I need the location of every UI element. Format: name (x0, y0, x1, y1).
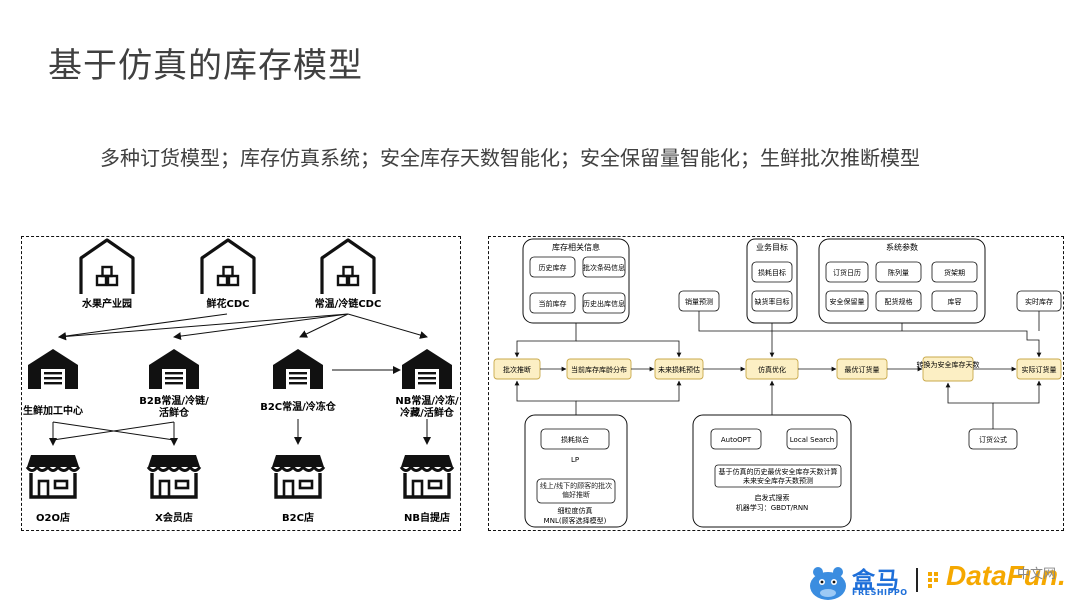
center-label: 生鲜加工中心 (23, 404, 83, 417)
flow-step: 转换为安全库存天数 (917, 360, 980, 369)
business-goal-item: 缺货率目标 (755, 297, 790, 306)
store-label: B2C店 (282, 511, 314, 524)
store-label: O2O店 (36, 511, 70, 524)
flowchart-svg: 库存相关信息 历史库存 批次条码信息 当前库存 历史出库信息 业务目标 损耗目标… (493, 238, 1062, 528)
warehouse-icon (320, 238, 376, 296)
store-icon (146, 453, 202, 499)
input-connectors (514, 311, 1042, 358)
warehouse-icon (200, 238, 256, 296)
datafun-logo-text: DataFun. (946, 560, 1066, 591)
hema-logo-text: 盒马 (852, 568, 900, 594)
order-formula-label: 订货公式 (979, 435, 1007, 444)
inventory-info-item: 批次条码信息 (583, 263, 625, 272)
hema-logo-subtext: FRESHIPPO (852, 588, 908, 597)
brand-divider (916, 568, 918, 592)
system-param-item: 陈列量 (888, 268, 909, 277)
flow-step: 当前库存库龄分布 (571, 365, 627, 374)
realtime-stock-label: 实时库存 (1025, 297, 1053, 306)
flow-step: 未来损耗预估 (658, 365, 700, 374)
sales-forecast-label: 销量预测 (685, 297, 713, 306)
store-icon (25, 453, 81, 499)
flow-step: 最优订货量 (845, 365, 880, 374)
system-param-item: 货架期 (944, 268, 965, 277)
business-goal-title: 业务目标 (756, 242, 788, 252)
supply-chain-svg: 水果产业园 鲜花CDC 常温/冷链CDC 生鲜加工中心 B2B常温/冷链/ 活鲜… (23, 238, 459, 524)
system-param-item: 订货日历 (833, 268, 861, 277)
loss-footer: MNL(顾客选择模型) (544, 516, 607, 525)
flow-step: 批次推断 (503, 365, 531, 374)
store-icon (270, 453, 326, 499)
system-param-item: 安全保留量 (830, 297, 865, 306)
center-label: B2C常温/冷冻仓 (260, 400, 337, 413)
supply-chain-diagram: 水果产业园 鲜花CDC 常温/冷链CDC 生鲜加工中心 B2B常温/冷链/ 活鲜… (21, 236, 461, 531)
warehouse-label: 水果产业园 (81, 297, 132, 310)
inventory-info-title: 库存相关信息 (552, 242, 600, 252)
flow-row: 批次推断 当前库存库龄分布 未来损耗预估 仿真优化 最优订货量 转换为安全库存天… (493, 356, 1062, 382)
center-label: B2B常温/冷链/ (139, 394, 209, 407)
distribution-center-icon (402, 349, 452, 389)
flow-step: 仿真优化 (758, 365, 786, 374)
inventory-simulation-flowchart: 库存相关信息 历史库存 批次条码信息 当前库存 历史出库信息 业务目标 损耗目标… (488, 236, 1064, 531)
lp-label: LP (571, 456, 579, 464)
distribution-center-icon (149, 349, 199, 389)
supply-arrows (58, 313, 428, 374)
store-label: NB自提店 (404, 511, 450, 524)
flow-step: 实际订货量 (1022, 365, 1057, 374)
warehouse-label: 鲜花CDC (207, 297, 250, 310)
center-label: NB常温/冷冻/ (395, 394, 459, 407)
page-title: 基于仿真的库存模型 (48, 46, 363, 86)
flow-arrows (514, 366, 1042, 421)
distribution-center-icon (273, 349, 323, 389)
inventory-info-item: 历史库存 (539, 263, 567, 272)
preference-label: 线上/线下的顾客的批次偏好推断 (539, 482, 613, 499)
store-icon (399, 453, 455, 499)
delivery-arrows (49, 419, 431, 446)
center-label: 冷藏/活鲜仓 (400, 406, 455, 419)
inventory-info-item: 当前库存 (539, 299, 567, 308)
opt-footer: 启发式搜索 (755, 493, 790, 502)
loss-fit-label: 损耗拟合 (561, 435, 589, 444)
system-params-title: 系统参数 (886, 242, 918, 252)
distribution-center-icon (28, 349, 78, 389)
datafun-cn-text: 中文网 (1017, 567, 1057, 582)
opt-calc-label: 基于仿真的历史最优安全库存天数计算 (719, 467, 838, 476)
autoopt-label: AutoOPT (721, 436, 752, 444)
warehouse-icon (79, 238, 135, 296)
loss-footer: 细粒度仿真 (558, 506, 593, 515)
store-label: X会员店 (155, 511, 193, 524)
datafun-logo-icon (928, 572, 938, 588)
opt-footer: 机器学习：GBDT/RNN (736, 503, 809, 512)
system-param-item: 配货规格 (885, 297, 913, 306)
hippo-logo-icon (810, 567, 846, 600)
business-goal-item: 损耗目标 (758, 268, 786, 277)
inventory-info-item: 历史出库信息 (583, 299, 625, 308)
local-search-label: Local Search (790, 436, 834, 444)
system-param-item: 库容 (948, 297, 962, 306)
opt-calc-label: 未来安全库存天数预测 (743, 476, 813, 485)
brand-logos (810, 567, 938, 600)
warehouse-label: 常温/冷链CDC (315, 297, 382, 310)
page-subtitle: 多种订货模型；库存仿真系统；安全库存天数智能化；安全保留量智能化；生鲜批次推断模… (100, 146, 920, 170)
center-label: 活鲜仓 (159, 406, 190, 419)
